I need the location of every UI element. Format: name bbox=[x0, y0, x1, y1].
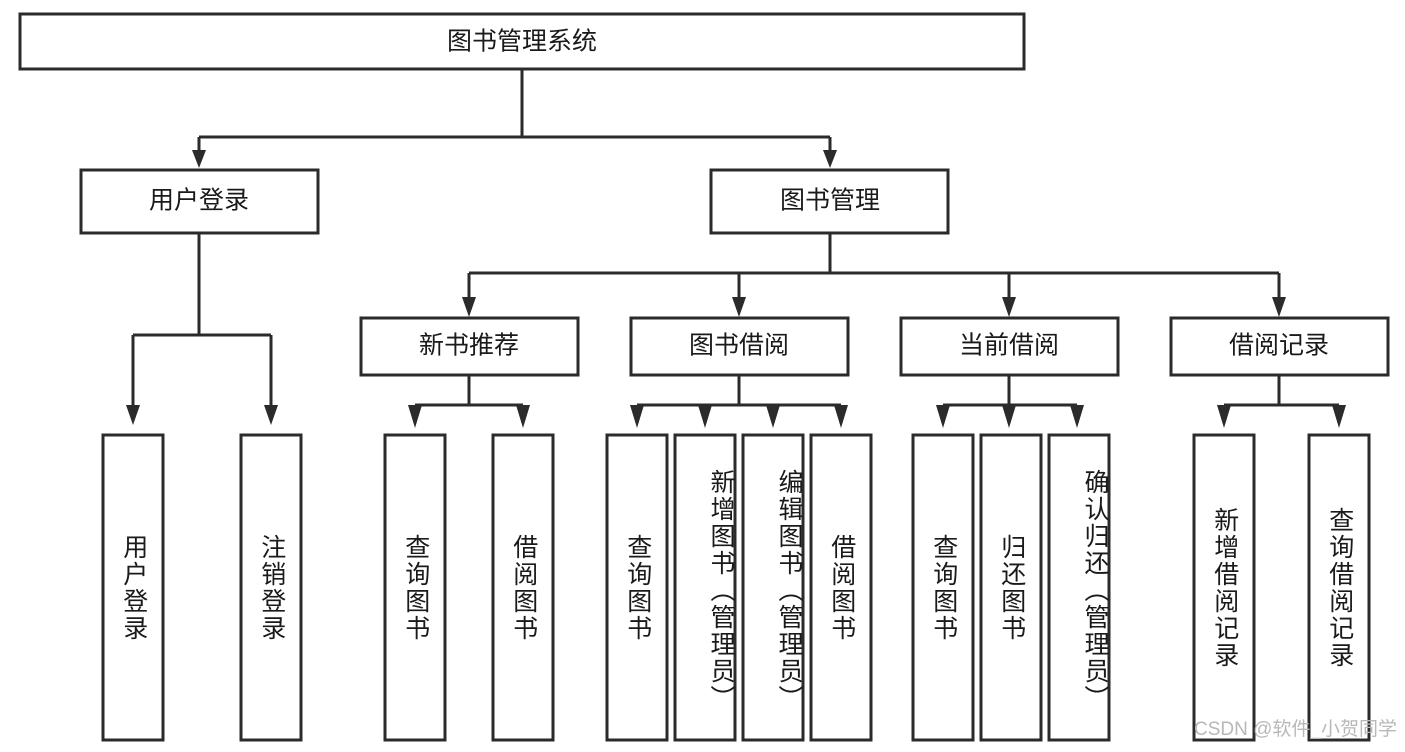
node-borrow-record[interactable]: 借阅记录 bbox=[1169, 316, 1390, 377]
leaf-query-book-2-box[interactable] bbox=[605, 433, 669, 742]
leaf-add-book-text-wrap: 新增图书（管理员） bbox=[707, 469, 735, 712]
node-user-login-label: 用户登录 bbox=[149, 187, 249, 215]
leaf-add-record-text-wrap: 新增借阅记录 bbox=[1210, 506, 1239, 669]
node-book-manage-box[interactable] bbox=[709, 168, 950, 235]
arrowhead-leaf-query-book-2 bbox=[630, 405, 644, 428]
leaf-node-edit-book[interactable]: 编辑图书（管理员） bbox=[741, 433, 805, 742]
leaf-query-book-3-box[interactable] bbox=[911, 433, 975, 742]
leaf-node-add-book[interactable]: 新增图书（管理员） bbox=[673, 433, 737, 742]
node-new-book-recommend-label: 新书推荐 bbox=[419, 332, 519, 360]
node-current-borrow-label: 当前借阅 bbox=[959, 332, 1059, 360]
arrowhead-leaf-query-book-3 bbox=[936, 405, 950, 428]
leaf-confirm-return-text-wrap: 确认归还（管理员） bbox=[1081, 469, 1109, 712]
leaf-borrow-book-1-label: 借阅图书 bbox=[509, 533, 538, 642]
leaf-return-book-text-wrap: 归还图书 bbox=[997, 533, 1026, 642]
node-borrow-record-label: 借阅记录 bbox=[1229, 332, 1329, 360]
arrowhead-current-borrow bbox=[1002, 297, 1016, 317]
leaf-query-book-1-label: 查询图书 bbox=[401, 533, 430, 642]
leaf-return-book-box[interactable] bbox=[979, 433, 1043, 742]
leaf-user-login-label: 用户登录 bbox=[119, 533, 148, 642]
node-current-borrow-box[interactable] bbox=[899, 316, 1120, 377]
arrowhead-user-login bbox=[192, 150, 206, 168]
arrowhead-leaf-edit-book bbox=[766, 405, 780, 428]
leaf-borrow-book-2-label: 借阅图书 bbox=[827, 533, 856, 642]
leaf-node-add-record[interactable]: 新增借阅记录 bbox=[1192, 433, 1256, 742]
node-new-book-recommend[interactable]: 新书推荐 bbox=[359, 316, 580, 377]
leaf-query-book-1-box[interactable] bbox=[383, 433, 447, 742]
leaf-edit-book-box[interactable] bbox=[741, 433, 805, 742]
arrowhead-leaf-query-book-1 bbox=[408, 405, 422, 428]
leaf-query-book-3-text-wrap: 查询图书 bbox=[929, 533, 958, 642]
arrowhead-new-book-recommend bbox=[462, 297, 476, 317]
leaf-add-book-label: 新增图书（管理员） bbox=[707, 469, 735, 712]
leaf-user-login-box[interactable] bbox=[101, 433, 165, 742]
leaf-query-book-2-label: 查询图书 bbox=[623, 533, 652, 642]
node-book-manage[interactable]: 图书管理 bbox=[709, 168, 950, 235]
leaf-edit-book-text-wrap: 编辑图书（管理员） bbox=[775, 469, 803, 712]
leaf-user-logout-box[interactable] bbox=[239, 433, 303, 742]
node-borrow-record-box[interactable] bbox=[1169, 316, 1390, 377]
arrowhead-leaf-query-record bbox=[1332, 405, 1346, 428]
leaf-query-record-text-wrap: 查询借阅记录 bbox=[1325, 506, 1354, 669]
node-user-login-box[interactable] bbox=[79, 168, 320, 235]
node-book-manage-label: 图书管理 bbox=[780, 187, 880, 215]
arrowhead-leaf-user-login bbox=[126, 405, 140, 425]
arrowhead-leaf-borrow-book-2 bbox=[834, 405, 848, 428]
node-book-borrow-box[interactable] bbox=[629, 316, 850, 377]
leaf-borrow-book-1-box[interactable] bbox=[491, 433, 555, 742]
arrowhead-leaf-add-book bbox=[698, 405, 712, 428]
leaf-borrow-book-1-text-wrap: 借阅图书 bbox=[509, 533, 538, 642]
leaf-confirm-return-box[interactable] bbox=[1047, 433, 1111, 742]
arrowhead-book-manage bbox=[823, 150, 837, 168]
leaf-node-borrow-book-1[interactable]: 借阅图书 bbox=[491, 433, 555, 742]
leaf-node-user-logout[interactable]: 注销登录 bbox=[239, 433, 303, 742]
node-root-box[interactable] bbox=[18, 12, 1026, 71]
leaf-node-confirm-return[interactable]: 确认归还（管理员） bbox=[1047, 433, 1111, 742]
leaf-node-return-book[interactable]: 归还图书 bbox=[979, 433, 1043, 742]
node-root[interactable]: 图书管理系统 bbox=[18, 12, 1026, 71]
node-new-book-recommend-box[interactable] bbox=[359, 316, 580, 377]
arrowhead-leaf-add-record bbox=[1217, 405, 1231, 428]
arrowhead-leaf-borrow-book-1 bbox=[516, 405, 530, 428]
leaf-user-login-text-wrap: 用户登录 bbox=[119, 533, 148, 642]
arrowhead-leaf-return-book bbox=[1002, 405, 1016, 428]
node-book-borrow[interactable]: 图书借阅 bbox=[629, 316, 850, 377]
leaf-node-borrow-book-2[interactable]: 借阅图书 bbox=[809, 433, 873, 742]
leaf-query-book-3-label: 查询图书 bbox=[929, 533, 958, 642]
node-user-login[interactable]: 用户登录 bbox=[79, 168, 320, 235]
leaf-add-record-box[interactable] bbox=[1192, 433, 1256, 742]
leaf-add-book-box[interactable] bbox=[673, 433, 737, 742]
leaf-user-logout-text-wrap: 注销登录 bbox=[257, 533, 286, 642]
leaf-add-record-label: 新增借阅记录 bbox=[1210, 506, 1239, 669]
leaf-edit-book-label: 编辑图书（管理员） bbox=[775, 469, 803, 712]
leaf-borrow-book-2-box[interactable] bbox=[809, 433, 873, 742]
node-current-borrow[interactable]: 当前借阅 bbox=[899, 316, 1120, 377]
node-root-label: 图书管理系统 bbox=[447, 28, 597, 56]
leaf-node-query-book-2[interactable]: 查询图书 bbox=[605, 433, 669, 742]
arrowhead-book-borrow bbox=[732, 297, 746, 317]
leaf-query-book-1-text-wrap: 查询图书 bbox=[401, 533, 430, 642]
arrowhead-borrow-record bbox=[1272, 297, 1286, 317]
leaf-confirm-return-label: 确认归还（管理员） bbox=[1081, 469, 1109, 712]
arrowhead-leaf-user-logout bbox=[264, 405, 278, 425]
leaf-node-query-record[interactable]: 查询借阅记录 bbox=[1307, 433, 1371, 742]
leaf-node-user-login[interactable]: 用户登录 bbox=[101, 433, 165, 742]
leaf-node-query-book-1[interactable]: 查询图书 bbox=[383, 433, 447, 742]
leaf-user-logout-label: 注销登录 bbox=[257, 533, 286, 642]
connector-layer bbox=[126, 69, 1346, 428]
node-book-borrow-label: 图书借阅 bbox=[689, 332, 789, 360]
arrowhead-leaf-confirm-return bbox=[1070, 405, 1084, 428]
leaf-borrow-book-2-text-wrap: 借阅图书 bbox=[827, 533, 856, 642]
leaf-query-record-label: 查询借阅记录 bbox=[1325, 506, 1354, 669]
leaf-query-record-box[interactable] bbox=[1307, 433, 1371, 742]
leaf-return-book-label: 归还图书 bbox=[997, 533, 1026, 642]
leaf-query-book-2-text-wrap: 查询图书 bbox=[623, 533, 652, 642]
leaf-node-query-book-3[interactable]: 查询图书 bbox=[911, 433, 975, 742]
